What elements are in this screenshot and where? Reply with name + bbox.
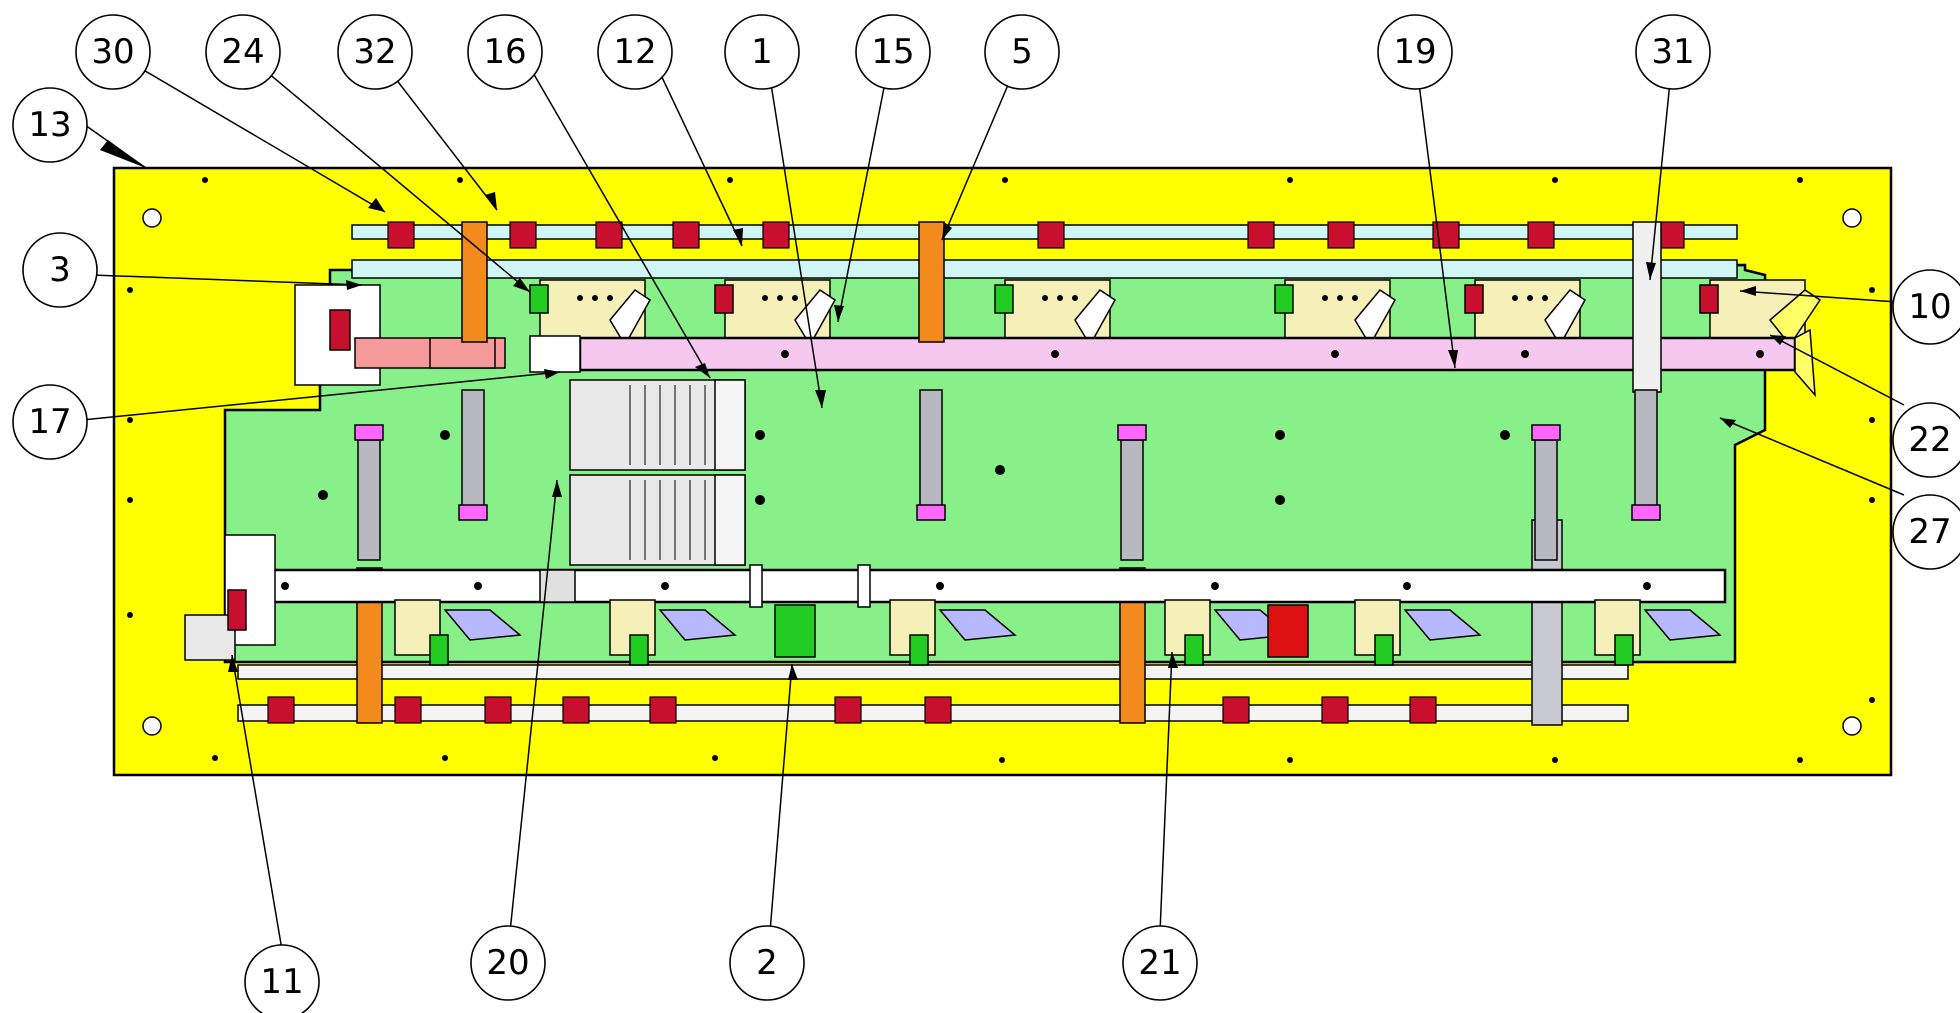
left-swing-arm (294, 284, 506, 386)
svg-text:22: 22 (1908, 420, 1951, 460)
svg-text:10: 10 (1908, 287, 1951, 327)
balloon-30: 30 (75, 14, 151, 90)
svg-text:31: 31 (1651, 32, 1694, 72)
balloon-16: 16 (467, 14, 543, 90)
svg-text:27: 27 (1908, 512, 1951, 552)
balloon-24: 24 (205, 14, 281, 90)
balloon-27: 27 (1892, 494, 1960, 570)
balloon-1: 1 (724, 14, 800, 90)
svg-text:17: 17 (28, 402, 71, 442)
lower-white-beam (253, 564, 1727, 608)
balloon-3: 3 (22, 232, 98, 308)
svg-text:11: 11 (260, 962, 303, 1002)
balloon-2: 2 (729, 925, 805, 1001)
balloon-22: 22 (1892, 402, 1960, 478)
svg-text:32: 32 (353, 32, 396, 72)
balloon-12: 12 (597, 14, 673, 90)
red-locator-block (1267, 604, 1309, 658)
svg-text:2: 2 (756, 943, 778, 983)
green-locator-block (774, 604, 816, 658)
bottom-rail-red-blocks (267, 696, 1437, 724)
balloon-15: 15 (855, 14, 931, 90)
svg-text:24: 24 (221, 32, 264, 72)
balloon-20: 20 (470, 925, 546, 1001)
balloon-10: 10 (1892, 269, 1960, 345)
svg-text:3: 3 (49, 250, 71, 290)
svg-text:30: 30 (91, 32, 134, 72)
svg-text:12: 12 (613, 32, 656, 72)
bottom-clamp-units (394, 599, 1722, 666)
balloon-17: 17 (12, 384, 88, 460)
balloon-32: 32 (337, 14, 413, 90)
balloon-21: 21 (1122, 925, 1198, 1001)
pneumatic-cylinders (354, 389, 1661, 561)
svg-text:21: 21 (1138, 943, 1181, 983)
svg-text:1: 1 (751, 32, 773, 72)
balloon-5: 5 (984, 14, 1060, 90)
svg-text:13: 13 (28, 105, 71, 145)
pink-main-beam (529, 328, 1816, 398)
svg-text:20: 20 (486, 943, 529, 983)
svg-text:16: 16 (483, 32, 526, 72)
balloon-19: 19 (1377, 14, 1453, 90)
left-bottom-fixture (184, 534, 276, 661)
leader-arrowheads (100, 140, 1786, 680)
balloon-11: 11 (244, 944, 320, 1013)
balloon-31: 31 (1635, 14, 1711, 90)
svg-text:5: 5 (1011, 32, 1033, 72)
slide-cylinder-block (569, 379, 746, 566)
balloon-13: 13 (12, 87, 88, 163)
svg-text:19: 19 (1393, 32, 1436, 72)
svg-text:15: 15 (871, 32, 914, 72)
